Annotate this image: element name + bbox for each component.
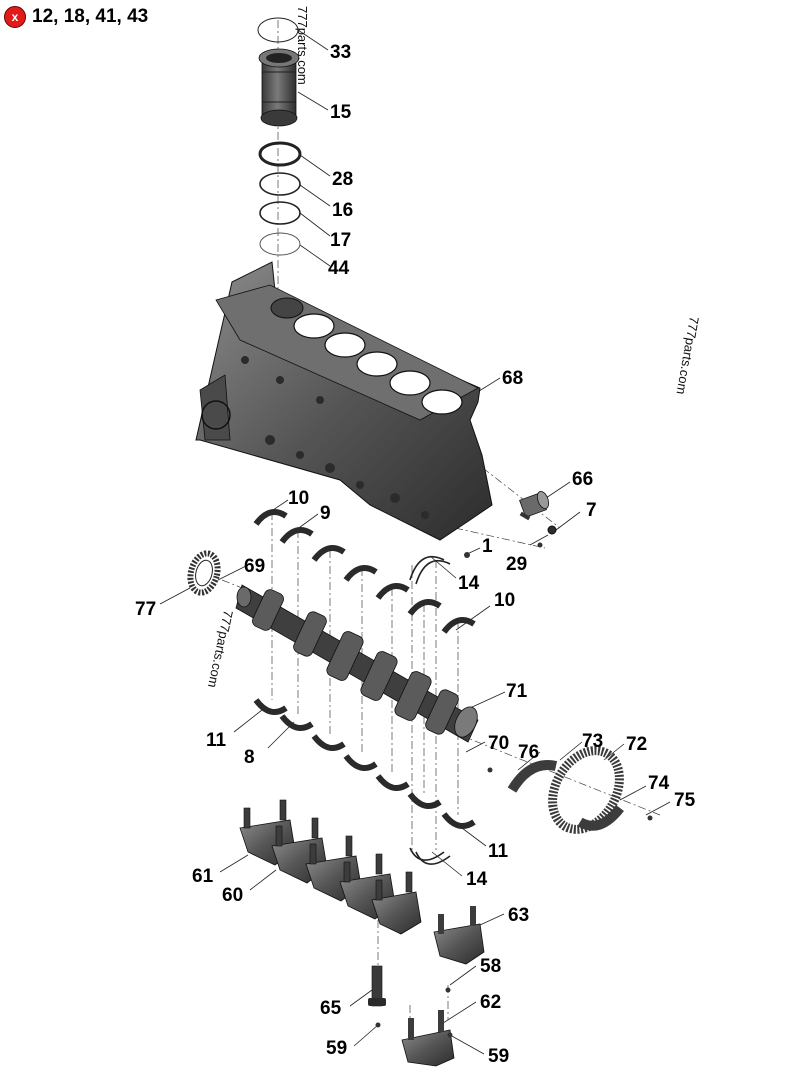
callout-69: 69 bbox=[244, 556, 266, 577]
tone-ring-73 bbox=[548, 746, 624, 834]
cam-bushing-66 bbox=[519, 490, 550, 518]
callout-15: 15 bbox=[330, 102, 352, 123]
callout-71: 71 bbox=[506, 681, 528, 702]
callout-59-left: 59 bbox=[326, 1038, 348, 1059]
callout-28: 28 bbox=[332, 169, 354, 190]
watermark-top: 777parts.com bbox=[295, 6, 310, 85]
callout-59-right: 59 bbox=[488, 1046, 510, 1067]
bearing-cap-62 bbox=[401, 1010, 455, 1067]
pin-59b bbox=[447, 1032, 453, 1038]
callout-8: 8 bbox=[244, 747, 255, 768]
callout-75: 75 bbox=[674, 790, 696, 811]
callout-63: 63 bbox=[508, 905, 530, 926]
seal-segment-76 bbox=[507, 760, 558, 793]
callout-7: 7 bbox=[586, 500, 597, 521]
plug-7 bbox=[547, 525, 557, 535]
callout-76: 76 bbox=[518, 742, 540, 763]
callout-74: 74 bbox=[648, 773, 670, 794]
seal-ring-16 bbox=[259, 172, 301, 196]
crank-gear-77 bbox=[187, 550, 221, 596]
seal-segment-74 bbox=[577, 804, 624, 831]
callout-58: 58 bbox=[480, 956, 502, 977]
callout-9: 9 bbox=[320, 503, 331, 524]
bolt-70 bbox=[487, 767, 493, 773]
cap-studs-61 bbox=[243, 799, 413, 901]
callout-11-left: 11 bbox=[206, 730, 227, 751]
callout-14-bottom: 14 bbox=[466, 869, 488, 890]
omitted-parts-list: 12, 18, 41, 43 bbox=[32, 6, 149, 27]
callout-1: 1 bbox=[482, 536, 493, 557]
cap-bolt-65 bbox=[368, 965, 386, 1007]
bearing-cap-63 bbox=[433, 906, 485, 965]
pin-59a bbox=[375, 1022, 381, 1028]
dowel-pin bbox=[519, 511, 531, 521]
callout-10-top: 10 bbox=[288, 488, 310, 509]
crankshaft-71 bbox=[235, 584, 479, 743]
callout-62: 62 bbox=[480, 992, 502, 1013]
callout-17: 17 bbox=[330, 230, 352, 251]
callout-66: 66 bbox=[572, 469, 594, 490]
callout-68: 68 bbox=[502, 368, 524, 389]
callout-77: 77 bbox=[135, 599, 157, 620]
engine-block-68 bbox=[195, 261, 493, 541]
callout-70: 70 bbox=[488, 733, 510, 754]
red-x-circle-icon: x bbox=[4, 6, 26, 28]
top-ring-33 bbox=[257, 17, 299, 43]
bolt-75 bbox=[647, 815, 653, 821]
thrust-washers-14 bbox=[409, 555, 451, 865]
callout-11-right: 11 bbox=[488, 841, 509, 862]
callout-10-right: 10 bbox=[494, 590, 516, 611]
omitted-parts-header: x 12, 18, 41, 43 bbox=[4, 6, 148, 28]
cylinder-liner-15 bbox=[258, 48, 300, 127]
callout-65: 65 bbox=[320, 998, 342, 1019]
callout-44: 44 bbox=[328, 258, 350, 279]
pin-29 bbox=[537, 542, 543, 548]
callout-73: 73 bbox=[582, 731, 604, 752]
lower-main-bearings bbox=[253, 698, 476, 830]
upper-main-bearings bbox=[253, 508, 476, 634]
callout-29: 29 bbox=[506, 554, 528, 575]
seal-ring-17 bbox=[259, 201, 301, 225]
seal-ring-28 bbox=[258, 141, 302, 167]
callout-60: 60 bbox=[222, 885, 244, 906]
callout-14-top: 14 bbox=[458, 573, 480, 594]
seal-ring-44 bbox=[259, 232, 301, 256]
pin-1 bbox=[464, 552, 470, 558]
callout-33: 33 bbox=[330, 42, 352, 63]
dowel-58 bbox=[445, 987, 451, 993]
callout-16: 16 bbox=[332, 200, 354, 221]
callout-61: 61 bbox=[192, 866, 214, 887]
callout-72: 72 bbox=[626, 734, 648, 755]
